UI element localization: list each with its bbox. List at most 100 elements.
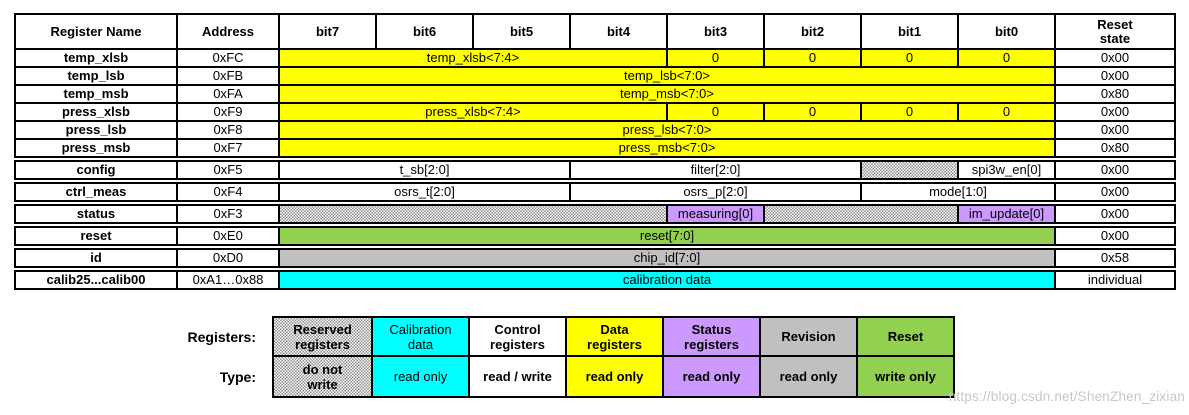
register-name-cell: ctrl_meas [65, 184, 127, 199]
legend-type-label: Type: [219, 368, 256, 385]
address-cell: 0xD0 [176, 250, 278, 266]
address-cell: 0xE0 [176, 228, 278, 244]
reset-state-cell: individual [1054, 272, 1174, 288]
bit-field-cell: 0 [763, 104, 860, 120]
bit-field-cell: 0 [666, 50, 763, 66]
legend-registers-label: Registers: [187, 328, 256, 345]
bit-field-cell: im_update[0] [957, 206, 1054, 222]
bit-field-cell: 0 [860, 50, 957, 66]
bit-field-cell: chip_id[7:0] [278, 250, 1054, 266]
legend-type-cell: read only [371, 357, 468, 396]
address-cell: 0xF9 [176, 104, 278, 120]
address-cell: 0xFA [176, 86, 278, 102]
register-name-cell: status [76, 206, 116, 221]
legend-type-cell: read only [565, 357, 662, 396]
register-name-cell: calib25...calib00 [46, 272, 146, 287]
reset-state-cell: 0x00 [1054, 228, 1174, 244]
address-cell: 0xFB [176, 68, 278, 84]
address-cell: 0xF4 [176, 184, 278, 200]
address-cell: 0xF5 [176, 162, 278, 178]
register-name-cell: reset [80, 228, 112, 243]
bit-field-cell: 0 [860, 104, 957, 120]
bit-field-cell [763, 206, 957, 222]
column-header: bit5 [472, 15, 569, 48]
watermark-text: https://blog.csdn.net/ShenZhen_zixian [948, 389, 1185, 404]
legend-category-cell: Control registers [468, 318, 565, 355]
bit-field-cell: reset[7:0] [278, 228, 1054, 244]
bit-field-cell: 0 [957, 104, 1054, 120]
column-header: bit0 [957, 15, 1054, 48]
address-cell: 0xF7 [176, 140, 278, 156]
legend-category-cell: Status registers [662, 318, 759, 355]
bit-field-cell: measuring[0] [666, 206, 763, 222]
bit-field-cell: press_xlsb<7:4> [278, 104, 666, 120]
bit-field-cell [278, 206, 666, 222]
reset-state-cell: 0x80 [1054, 86, 1174, 102]
bit-field-cell: osrs_t[2:0] [278, 184, 569, 200]
bit-field-cell: press_msb<7:0> [278, 140, 1054, 156]
legend-category-cell: Revision [759, 318, 856, 355]
reset-state-cell: 0x00 [1054, 184, 1174, 200]
register-name-cell: press_lsb [65, 122, 127, 137]
bit-field-cell: temp_xlsb<7:4> [278, 50, 666, 66]
register-name-cell: temp_msb [63, 86, 129, 101]
bit-field-cell: temp_lsb<7:0> [278, 68, 1054, 84]
bit-field-cell: press_lsb<7:0> [278, 122, 1054, 138]
legend-category-cell: Calibration data [371, 318, 468, 355]
column-header: bit3 [666, 15, 763, 48]
column-header: Address [176, 15, 278, 48]
legend-type-cell: write only [856, 357, 953, 396]
bit-field-cell: 0 [957, 50, 1054, 66]
column-header: bit7 [278, 15, 375, 48]
reset-state-cell: 0x00 [1054, 122, 1174, 138]
bit-field-cell: 0 [666, 104, 763, 120]
bit-field-cell: 0 [763, 50, 860, 66]
register-name-cell: config [76, 162, 116, 177]
address-cell: 0xA1…0x88 [176, 272, 278, 288]
reset-state-cell: 0x00 [1054, 104, 1174, 120]
address-cell: 0xFC [176, 50, 278, 66]
reset-state-cell: 0x58 [1054, 250, 1174, 266]
reset-state-cell: 0x00 [1054, 50, 1174, 66]
bit-field-cell: osrs_p[2:0] [569, 184, 860, 200]
legend-category-cell: Reserved registers [274, 318, 371, 355]
column-header: Reset state [1054, 15, 1174, 48]
bit-field-cell: mode[1:0] [860, 184, 1054, 200]
bit-field-cell: temp_msb<7:0> [278, 86, 1054, 102]
reset-state-cell: 0x00 [1054, 68, 1174, 84]
bit-field-cell: t_sb[2:0] [278, 162, 569, 178]
column-header: bit4 [569, 15, 666, 48]
legend-category-cell: Reset [856, 318, 953, 355]
column-header: bit1 [860, 15, 957, 48]
register-name-cell: press_msb [61, 140, 131, 155]
reset-state-cell: 0x00 [1054, 162, 1174, 178]
address-cell: 0xF8 [176, 122, 278, 138]
register-name-cell: press_xlsb [62, 104, 130, 119]
reset-state-cell: 0x00 [1054, 206, 1174, 222]
reset-state-cell: 0x80 [1054, 140, 1174, 156]
legend-type-cell: read only [759, 357, 856, 396]
legend-category-cell: Data registers [565, 318, 662, 355]
column-header: bit2 [763, 15, 860, 48]
register-name-cell: id [90, 250, 102, 265]
register-name-cell: temp_xlsb [63, 50, 129, 65]
bit-field-cell: filter[2:0] [569, 162, 860, 178]
